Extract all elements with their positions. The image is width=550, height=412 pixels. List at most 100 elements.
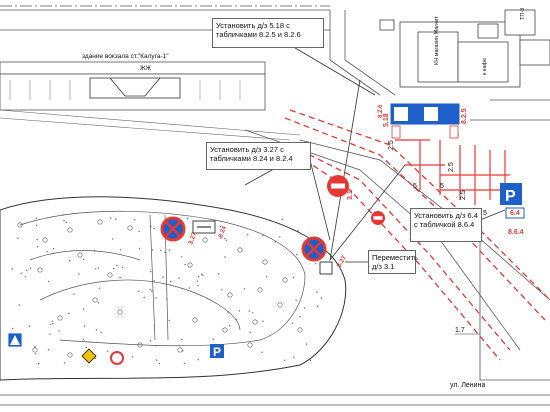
ground-dot: [143, 296, 145, 299]
parking-stalls: [395, 139, 510, 205]
tree-marker: [77, 252, 83, 258]
parking-p-large: P: [505, 188, 516, 205]
ground-dot: [296, 254, 298, 256]
ground-dot: [51, 320, 53, 322]
ground-dot: [221, 289, 223, 291]
ground-dot: [50, 323, 52, 325]
ground-dot: [68, 312, 70, 315]
ground-dot: [28, 325, 31, 327]
street-lenina-label: ул. Ленина: [450, 382, 485, 389]
tree-marker: [262, 259, 268, 265]
ground-dot: [291, 322, 294, 324]
ground-dot: [243, 288, 246, 290]
ground-dot: [34, 353, 37, 355]
ground-dot: [227, 311, 229, 313]
ground-dot: [249, 331, 251, 334]
callout-move-3-1: Переместить д/з 3.1: [368, 250, 418, 274]
tree-marker: [117, 309, 123, 315]
callout-install-3-27: Установить д/з 3.27 с табличками 8.24 и …: [206, 142, 311, 170]
ground-dot: [262, 234, 264, 237]
dimension-3: 2.5: [448, 162, 455, 172]
sign-6-4: [500, 183, 525, 219]
ground-dot: [46, 250, 48, 253]
ground-dot: [153, 325, 156, 327]
ground-dot: [197, 284, 199, 287]
ground-dot: [62, 214, 64, 216]
ground-dot: [149, 340, 152, 342]
ground-dot: [73, 293, 75, 295]
tree-marker: [67, 352, 73, 358]
ground-dot: [25, 269, 28, 272]
ground-dot: [158, 362, 161, 365]
ground-dot: [151, 249, 154, 251]
sign-3-27-a: [160, 216, 216, 242]
ground-dot: [100, 331, 102, 333]
ground-dot: [164, 251, 166, 254]
ground-dot: [83, 325, 86, 327]
ground-dot: [97, 302, 100, 304]
ground-dot: [159, 249, 162, 252]
ground-dot: [119, 276, 121, 279]
ground-dot: [29, 267, 32, 269]
ground-dot: [266, 276, 268, 278]
tree-marker: [297, 327, 303, 333]
ground-dot: [186, 217, 189, 220]
ground-dot: [37, 362, 40, 365]
ground-dot: [138, 247, 141, 250]
ground-dot: [47, 349, 50, 351]
red-dashed-lanes: [284, 109, 550, 361]
ground-dot: [320, 297, 322, 299]
ground-dot: [292, 276, 295, 279]
ground-dot: [138, 290, 140, 293]
sign-8-6-4-code: 8.6.4: [508, 229, 524, 236]
ground-dot: [11, 268, 13, 270]
tree-marker: [247, 342, 253, 348]
kafe-label: к кафе: [482, 58, 488, 75]
tree-marker: [67, 227, 73, 233]
ground-dot: [275, 241, 277, 243]
ground-dot: [201, 273, 203, 275]
sign-3-1: [327, 175, 385, 225]
ground-dot: [303, 307, 306, 309]
ground-dot: [212, 338, 214, 341]
tree-marker: [237, 247, 243, 253]
ground-dot: [155, 345, 157, 347]
tree-marker: [17, 222, 23, 228]
ground-dot: [115, 218, 117, 220]
ground-dot: [197, 359, 199, 361]
ground-dot: [52, 247, 55, 250]
parking-p-small: P: [213, 345, 221, 359]
ground-dot: [196, 280, 199, 282]
ground-dot: [293, 356, 295, 358]
ground-dot: [94, 357, 97, 360]
ground-dot: [112, 238, 114, 240]
ground-dot: [150, 225, 152, 227]
ground-dot: [156, 359, 158, 361]
ground-dot: [183, 362, 186, 365]
sign-3-27-b: [301, 236, 333, 275]
sign-3-1-code: 3.1: [347, 190, 354, 200]
tree-marker: [92, 297, 98, 303]
ground-dot: [138, 230, 140, 233]
ground-dot: [153, 227, 155, 230]
sign-8-2-6-code: 8.2.6: [378, 104, 384, 118]
ground-dot: [224, 238, 226, 240]
ground-dot: [188, 287, 190, 289]
ground-dot: [261, 351, 263, 353]
right-buildings: [379, 9, 550, 88]
ground-dot: [52, 322, 54, 325]
ground-dot: [225, 239, 228, 241]
tree-marker: [187, 262, 193, 268]
sign-8-2-5-code: 8.2.5: [461, 108, 468, 124]
ground-dot: [162, 276, 164, 278]
tp-label: ТП-8: [520, 8, 526, 20]
ground-dot: [34, 346, 36, 348]
ground-dot: [131, 356, 133, 358]
ground-dot: [58, 330, 60, 332]
dimension-5: 5: [440, 183, 444, 190]
sign-8-24-code: 8.24: [218, 225, 228, 239]
ground-dot: [168, 249, 171, 251]
ground-dot: [78, 273, 80, 275]
ground-dot: [119, 249, 122, 251]
